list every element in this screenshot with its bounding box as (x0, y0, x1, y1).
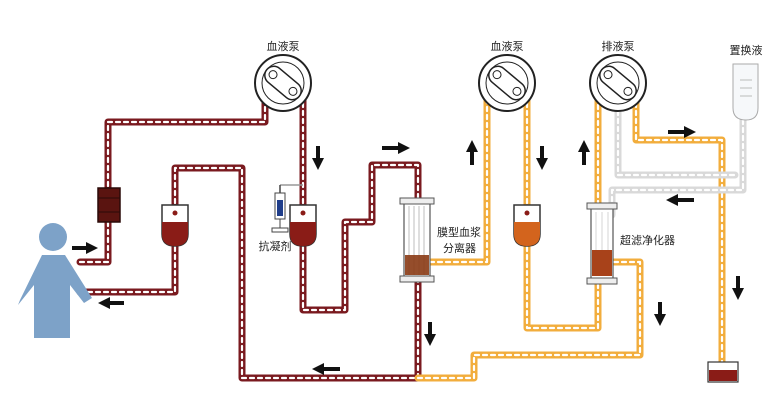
label-blood-pump-2: 血液泵 (491, 39, 524, 53)
drip-chamber-heparin (289, 204, 317, 247)
blood-pump-1 (254, 54, 312, 112)
label-anticoagulant: 抗凝剂 (259, 239, 292, 253)
waste-container (707, 361, 739, 383)
drip-chamber-arterial (97, 187, 121, 223)
label-membrane-separator-1: 膜型血浆 (437, 225, 481, 239)
syringe-icon (271, 184, 303, 233)
label-replacement-fluid: 置换液 (730, 43, 763, 57)
drain-pump (589, 54, 647, 112)
label-ultrafilter: 超滤净化器 (620, 233, 675, 247)
flow-arrows (72, 126, 744, 375)
drip-chamber-plasma (513, 204, 541, 247)
blood-line-group (76, 91, 422, 382)
blood-pump-2 (478, 54, 536, 112)
patient-icon (18, 223, 92, 338)
label-drain-pump: 排液泵 (602, 39, 635, 53)
membrane-plasma-separator (399, 197, 435, 283)
replacement-fluid-bag (732, 63, 759, 121)
drip-chamber-venous (161, 204, 189, 247)
label-blood-pump-1: 血液泵 (267, 39, 300, 53)
label-membrane-separator-2: 分离器 (443, 241, 476, 255)
ultrafilter (586, 202, 618, 285)
